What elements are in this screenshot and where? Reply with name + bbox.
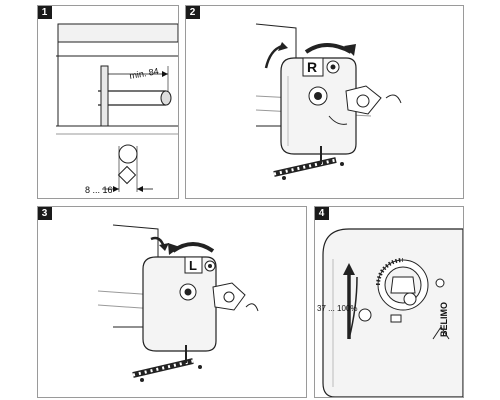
direction-label-left: L: [189, 258, 197, 273]
min-length-label: min. 84: [129, 66, 160, 81]
step-number-badge: 4: [315, 207, 329, 220]
step-panel-3: 3 L: [37, 206, 307, 398]
step-panel-2: 2 R: [185, 5, 464, 199]
brand-label: BELIMO: [439, 302, 449, 337]
angle-limit-illustration: 37 ... 100% BELIMO: [317, 228, 463, 397]
step-panel-1: 1 min. 84 8 ... 16: [37, 5, 179, 199]
shaft-range-label: 8 ... 16: [85, 185, 113, 195]
angle-range-label: 37 ... 100%: [317, 304, 357, 313]
step-panel-4: 4 37 ... 100% BELIMO: [314, 206, 464, 398]
direction-label-right: R: [307, 59, 317, 75]
step-number-badge: 1: [38, 6, 52, 19]
step-number-badge: 2: [186, 6, 200, 19]
actuator-mount-left-illustration: L: [97, 224, 259, 382]
step-number-badge: 3: [38, 207, 52, 220]
actuator-mount-right-illustration: R: [255, 23, 402, 180]
shaft-measurement-illustration: min. 84 8 ... 16: [56, 23, 178, 195]
